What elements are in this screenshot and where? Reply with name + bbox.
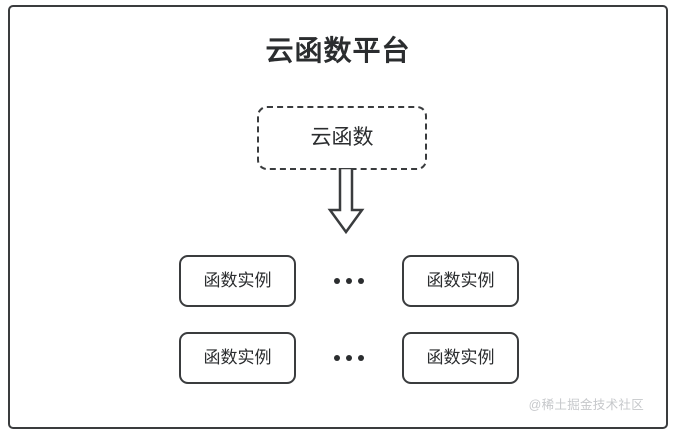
ellipsis-dot (346, 278, 352, 284)
function-instance-box[interactable]: 函数实例 (402, 255, 519, 307)
cloud-function-node[interactable]: 云函数 (257, 106, 427, 170)
ellipsis-icon (323, 278, 375, 284)
instances-grid: 函数实例 函数实例 函数实例 函数实例 (179, 255, 519, 384)
instance-row: 函数实例 函数实例 (179, 255, 519, 307)
ellipsis-icon (323, 355, 375, 361)
function-instance-label: 函数实例 (426, 348, 495, 367)
function-instance-label: 函数实例 (203, 271, 272, 290)
diagram-frame: 云函数平台 云函数 函数实例 函数实例 函数实例 (8, 5, 668, 429)
down-block-arrow-icon (326, 166, 366, 236)
function-instance-box[interactable]: 函数实例 (179, 332, 296, 384)
cloud-function-node-label: 云函数 (310, 126, 374, 149)
function-instance-label: 函数实例 (426, 271, 495, 290)
instance-row: 函数实例 函数实例 (179, 332, 519, 384)
ellipsis-dot (358, 278, 364, 284)
function-instance-box[interactable]: 函数实例 (402, 332, 519, 384)
function-instance-box[interactable]: 函数实例 (179, 255, 296, 307)
function-instance-label: 函数实例 (203, 348, 272, 367)
ellipsis-dot (358, 355, 364, 361)
ellipsis-dot (334, 355, 340, 361)
ellipsis-dot (334, 278, 340, 284)
watermark: @稀土掘金技术社区 (528, 398, 644, 412)
ellipsis-dot (346, 355, 352, 361)
page-title: 云函数平台 (265, 35, 411, 66)
